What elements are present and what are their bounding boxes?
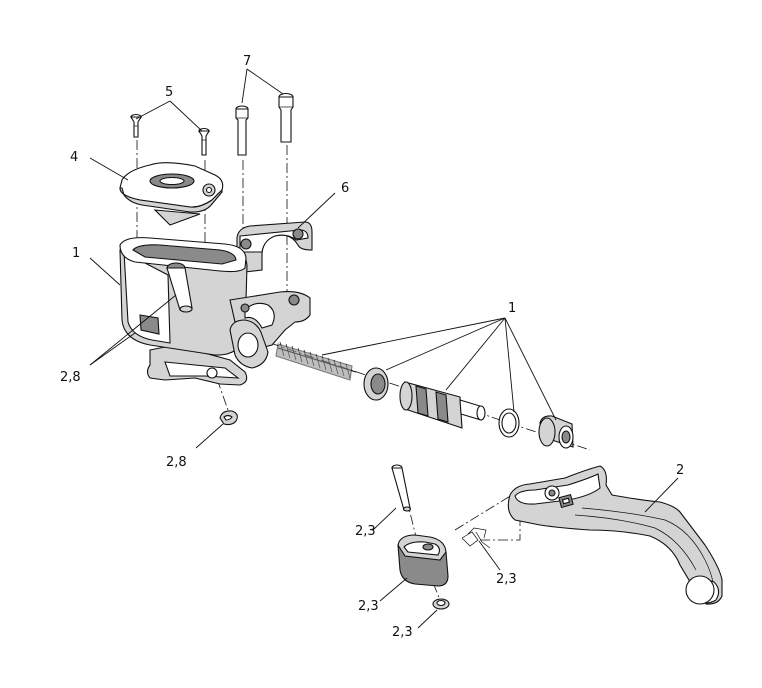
reservoir-cover-screws bbox=[130, 113, 210, 156]
master-cylinder-body bbox=[119, 237, 311, 386]
callout-cover-screws: 5 bbox=[165, 85, 173, 100]
pivot-retaining-clip bbox=[219, 410, 238, 426]
callout-reservoir-pin: 2,8 bbox=[60, 370, 81, 385]
return-spring bbox=[275, 341, 357, 381]
lever-spring-clip bbox=[461, 527, 491, 549]
primary-cup-seal bbox=[363, 367, 389, 401]
callout-spring-clip: 2,3 bbox=[496, 572, 517, 587]
callout-clamp-bolts: 7 bbox=[243, 54, 251, 69]
clamp-bolt-left bbox=[235, 105, 249, 156]
reservoir-cover bbox=[119, 162, 224, 226]
clamp-bolt-right bbox=[278, 92, 294, 143]
cylinder-bushing bbox=[538, 415, 574, 449]
callout-adjuster-block: 2,3 bbox=[358, 599, 379, 614]
lever-pivot-pin bbox=[391, 464, 412, 512]
cover-screw-right bbox=[198, 127, 210, 156]
callout-pivot-clip: 2,8 bbox=[166, 455, 187, 470]
lever-retaining-clip bbox=[432, 598, 450, 610]
callout-lever-clip: 2,3 bbox=[392, 625, 413, 640]
piston bbox=[399, 381, 486, 429]
brake-lever bbox=[507, 465, 723, 605]
handlebar-clamp bbox=[236, 221, 313, 273]
callout-lever-pin: 2,3 bbox=[355, 524, 376, 539]
callout-cylinder-internals: 1 bbox=[508, 301, 516, 316]
callout-brake-lever: 2 bbox=[676, 463, 684, 478]
callout-reservoir-body: 1 bbox=[72, 246, 80, 261]
cover-screw-left bbox=[130, 113, 142, 138]
callout-labels: 1 1 2 2,8 2,8 2,3 2,3 2,3 2,3 4 5 6 7 bbox=[60, 54, 684, 640]
lever-adjuster-block bbox=[397, 534, 449, 587]
o-ring-seal bbox=[498, 408, 520, 438]
clamp-bolts bbox=[235, 92, 294, 156]
callout-handlebar-clamp: 6 bbox=[341, 181, 349, 196]
leader-lines bbox=[89, 68, 679, 629]
callout-reservoir-cover: 4 bbox=[70, 150, 78, 165]
cylinder-internals bbox=[275, 341, 574, 449]
reservoir-pivot-pin bbox=[166, 262, 193, 313]
